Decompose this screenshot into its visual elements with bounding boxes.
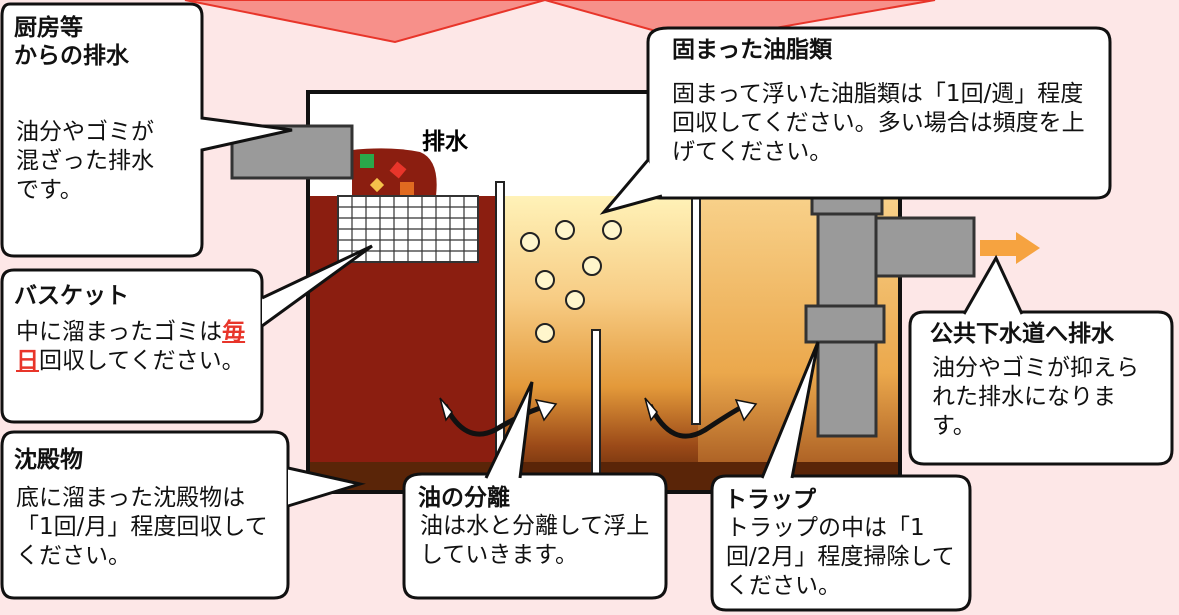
callout-basket-title: バスケット [14,283,129,309]
callout-separation-body: 油は水と分離して浮上していきます。 [420,513,650,568]
flow-arrowhead-1 [534,398,558,422]
flow-arrowhead-3 [439,397,453,422]
callout-solid-grease-body: 固まって浮いた油脂類は「1回/週」程度回収してください。多い場合は頻度を上げてく… [672,81,1085,165]
bubble-trap-tail [760,341,820,479]
callout-outflow-title: 公共下水道へ排水 [930,321,1114,347]
callout-kitchen-title: 厨房等 からの排水 [14,15,129,69]
flow-arrowhead-2 [734,398,758,422]
callout-basket-emphasis: 毎日 [16,319,246,374]
debris-orange [400,182,414,196]
tank-label: 排水 [422,129,468,155]
baffle-1 [495,181,505,461]
callout-separation-title: 油の分離 [418,485,510,511]
outlet-pipe [874,216,976,278]
callout-trap-title: トラップ [724,487,816,513]
debris-yellow [369,177,385,193]
bubble-separation-tail [484,381,534,479]
callout-sediment-title: 沈殿物 [14,447,83,473]
bubble-basket-tail [261,244,373,328]
callout-solid-grease-title: 固まった油脂類 [672,37,833,63]
flow-arrowhead-4 [644,397,658,422]
debris-red [389,161,407,179]
trap-cap [804,304,886,344]
bubble-outflow [908,310,1174,466]
callout-basket-body-after: 回収してください。 [39,348,245,374]
baffle-3 [691,195,701,425]
outlet-trap [804,194,976,438]
bubble-basket [0,268,264,424]
bubble-solid-grease [646,26,1112,200]
callout-outflow-body: 油分やゴミが抑えられた排水になります。 [932,355,1139,439]
callout-basket-body-before: 中に溜まったゴミは [16,319,223,345]
debris-green [360,154,374,168]
bubble-sediment-tail [287,466,366,508]
bubble-outflow-tail [962,254,1024,315]
oil-bubbles [520,220,622,343]
bubble-trap [710,474,972,612]
outflow-arrow [980,232,1040,264]
bubble-solid-grease-tail [599,159,663,215]
callout-trap-body: トラップの中は「1回/2月」程度掃除してください。 [726,515,955,599]
callout-kitchen-body: 油分やゴミが混ざった排水です。 [16,119,154,203]
bubble-sediment [0,430,290,600]
callout-sediment-body: 底に溜まった沈殿物は「1回/月」程度回収してください。 [16,485,268,569]
callout-basket-body: 中に溜まったゴミは毎日回収してください。 [16,318,254,376]
bubble-separation [402,472,668,600]
bubble-kitchen [0,2,293,258]
baffle-2 [591,329,601,491]
